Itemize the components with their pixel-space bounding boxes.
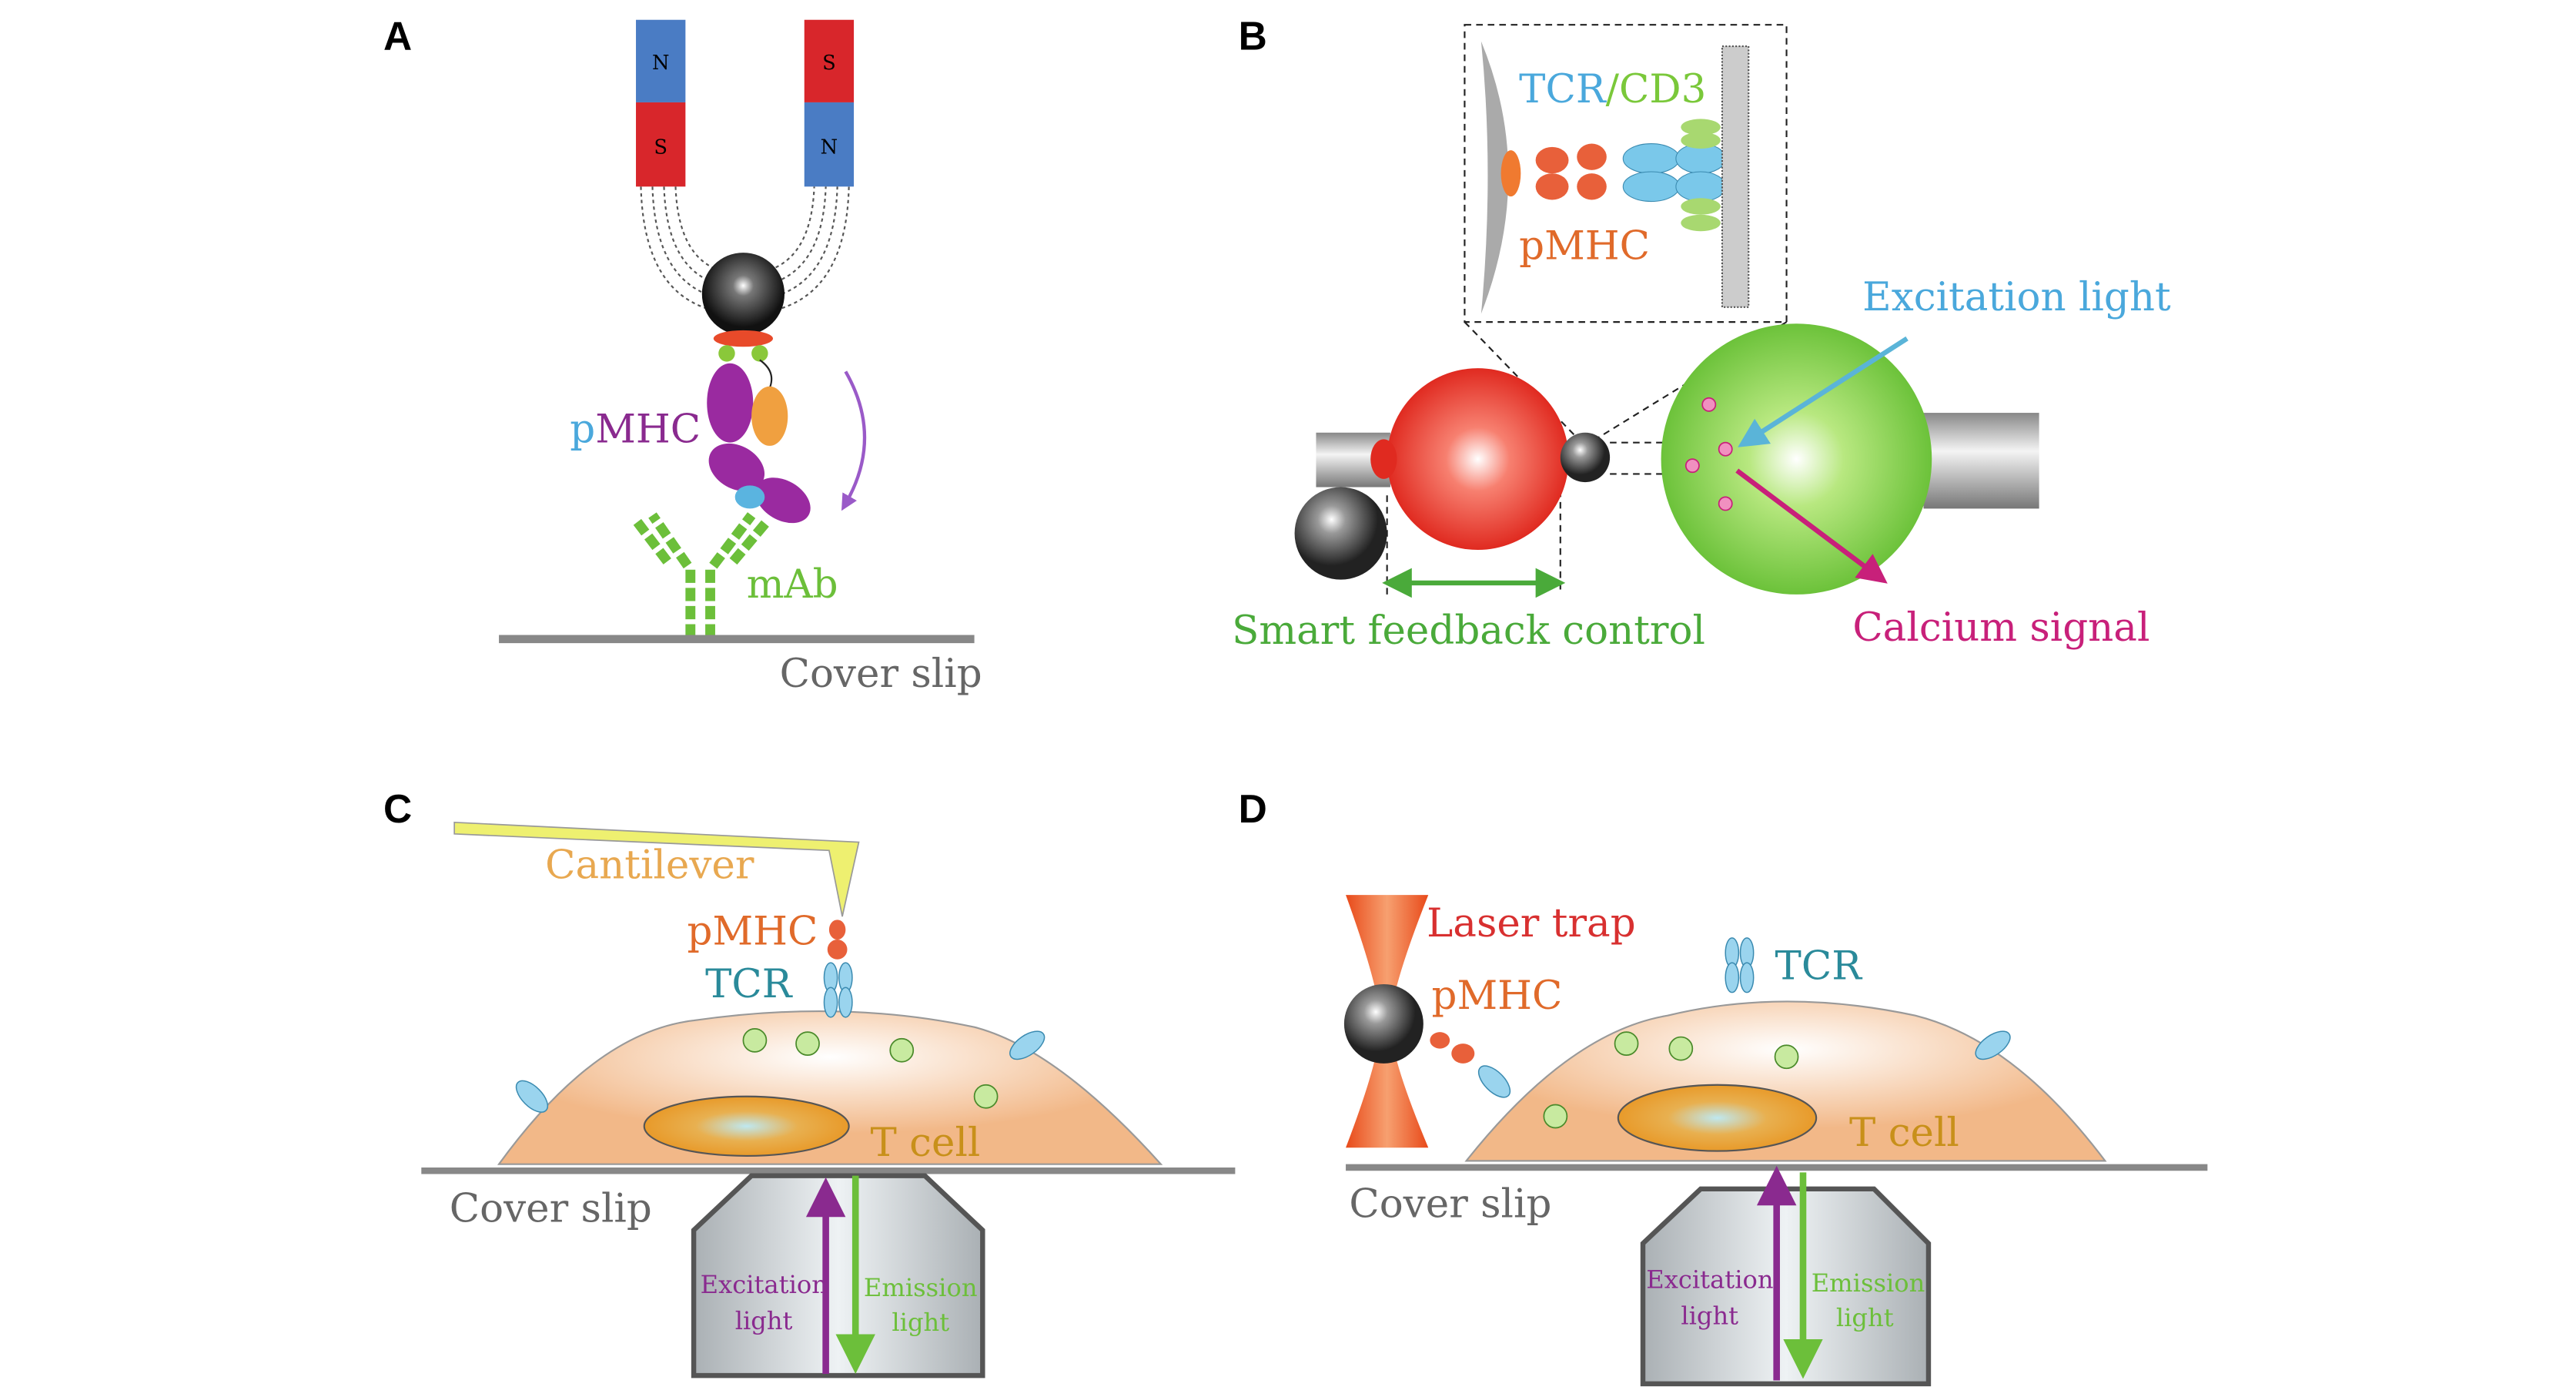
red-blood-cell: [1387, 368, 1569, 551]
inset-detail: [1480, 41, 1750, 314]
calcium-arrow: [1735, 468, 1888, 584]
pmhc-label: pMHC: [1519, 223, 1650, 270]
feedback-label: Smart feedback control: [1232, 608, 1705, 654]
tcr-label: TCR: [705, 961, 793, 1007]
laser-trap-label: Laser trap: [1427, 900, 1636, 946]
magnet-pole-label: S: [654, 136, 667, 159]
inset-box: [1464, 24, 1788, 323]
panel-label-c: C: [383, 786, 412, 831]
pmhc-label: pMHC: [687, 908, 818, 954]
antibody-mab: [631, 512, 772, 638]
rbc-aspirated-portion: [1370, 439, 1397, 479]
t-cell-label: T cell: [1849, 1110, 1959, 1156]
trapped-bead: [1343, 983, 1423, 1064]
excitation-label: light: [735, 1306, 793, 1335]
magnetic-bead: [701, 253, 785, 336]
excitation-arrow: [1738, 336, 1909, 447]
tcr-cd3-label: TCR/CD3: [1519, 66, 1706, 112]
calcium-signal-label: Calcium signal: [1852, 605, 2149, 651]
cantilever: [453, 821, 860, 917]
objective-lens: [691, 1173, 985, 1379]
cover-slip-label: Cover slip: [780, 651, 982, 697]
tcr-molecules: [515, 962, 1045, 1113]
calcium-stars: [742, 1027, 999, 1109]
excitation-light-label: Excitation light: [1862, 274, 2171, 320]
nucleus: [1617, 1084, 1818, 1152]
panel-label-d: D: [1239, 786, 1267, 831]
right-micropipette: [1923, 413, 2039, 509]
cover-slip-label: Cover slip: [1349, 1181, 1551, 1227]
reference-bead: [1294, 487, 1387, 580]
streptavidin: [713, 330, 774, 347]
magnet-pole-label: N: [652, 52, 670, 75]
calcium-stars: [1543, 1031, 1799, 1129]
magnet-pole-label: S: [822, 52, 836, 75]
magnet-right: S N: [804, 19, 855, 187]
cantilever-label: Cantilever: [545, 843, 754, 889]
pmhc-molecule: [707, 345, 811, 524]
objective-lens: [1640, 1186, 1932, 1387]
panel-label-b: B: [1239, 13, 1267, 58]
panel-label-a: A: [383, 13, 412, 58]
excitation-label: Excitation: [1646, 1265, 1773, 1294]
panel-d: D Laser trap pMHC TCR T cell Cover slip …: [1239, 786, 2208, 1387]
t-cell-label: T cell: [871, 1120, 981, 1166]
nucleus: [643, 1095, 850, 1157]
pmhc-label: pMHC: [570, 407, 701, 453]
pmhc-label: pMHC: [1432, 973, 1563, 1019]
t-cell: [1661, 323, 1932, 595]
probe-bead: [1560, 432, 1611, 483]
emission-label: Emission: [864, 1273, 978, 1302]
rotation-arrow: [841, 370, 867, 511]
panel-b: B TCR/CD3 pMHC Excitation light: [1232, 13, 2171, 654]
pmhc-molecule: [827, 920, 848, 960]
emission-label: light: [892, 1308, 949, 1337]
magnet-pole-label: N: [821, 136, 838, 159]
pmhc-molecule: [1430, 1032, 1475, 1064]
emission-label: Emission: [1812, 1268, 1925, 1298]
excitation-label: light: [1681, 1302, 1738, 1331]
tcr-molecules: [1477, 937, 2011, 1098]
panel-c: C Cantilever pMHC TCR T cell Cover slip …: [383, 786, 1236, 1379]
tcr-label: TCR: [1775, 943, 1863, 990]
magnet-left: N S: [636, 19, 686, 187]
emission-label: light: [1836, 1303, 1894, 1332]
excitation-label: Excitation: [701, 1270, 828, 1299]
mab-label: mAb: [747, 561, 838, 608]
calcium-stars: [1684, 397, 1733, 511]
cover-slip-label: Cover slip: [450, 1186, 652, 1232]
panel-a: A N S S N: [383, 13, 982, 697]
